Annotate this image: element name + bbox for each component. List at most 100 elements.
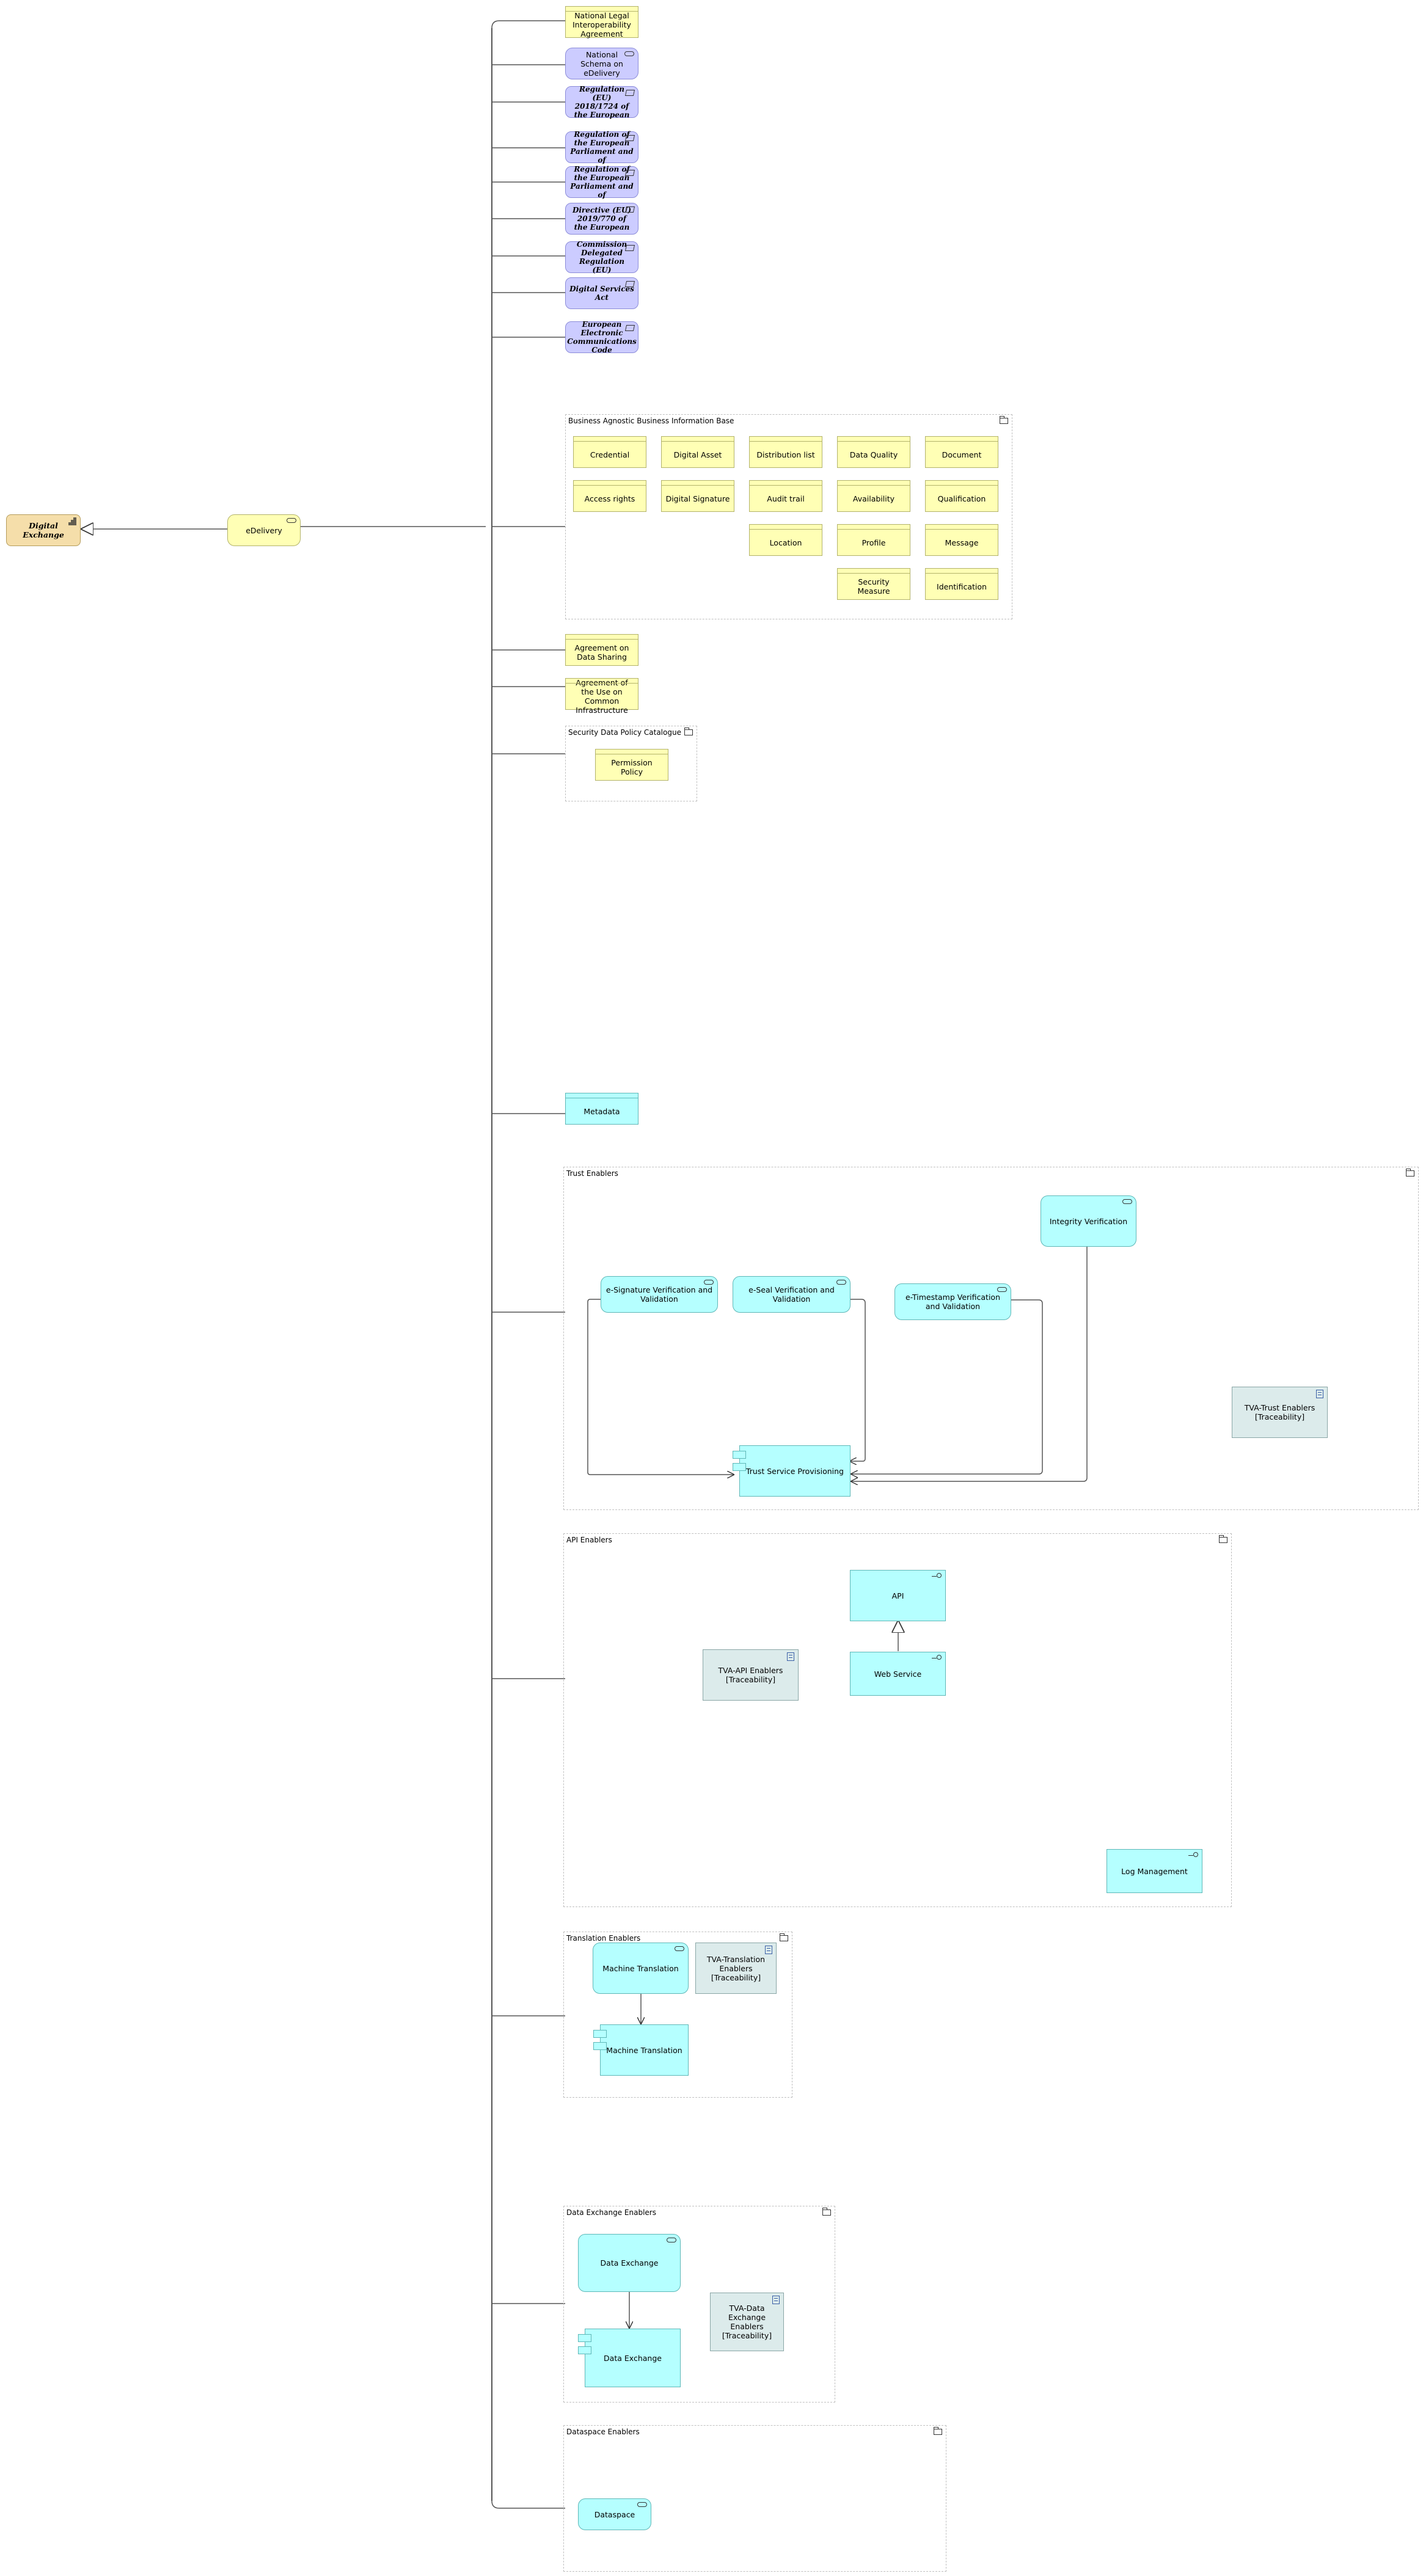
dataspace-service[interactable]: Dataspace: [578, 2498, 651, 2530]
data-exchange-service[interactable]: Data Exchange: [578, 2234, 681, 2292]
commission-delegated-regulation[interactable]: Commission Delegated Regulation (EU): [565, 240, 638, 274]
digital-services-act[interactable]: Digital Services Act: [565, 277, 638, 309]
interface-icon: [932, 1655, 942, 1661]
security-data-policy-catalogue-group[interactable]: Security Data Policy Catalogue: [565, 726, 697, 801]
trust-service-provisioning-component[interactable]: Trust Service Provisioning: [733, 1445, 851, 1497]
integrity-to-provisioning: [851, 1247, 1088, 1481]
service-icon: [637, 2502, 647, 2507]
eseal-to-provisioning: [849, 1299, 866, 1461]
interface-icon: [1188, 1852, 1198, 1858]
permission-policy[interactable]: Permission Policy: [595, 749, 668, 781]
service-icon: [997, 1287, 1007, 1292]
national-legal-agreement[interactable]: National Legal Interoperability Agreemen…: [565, 6, 638, 38]
data-exchange-enablers-group[interactable]: Data Exchange Enablers: [563, 2206, 835, 2403]
tva-translation-enablers[interactable]: TVA-Translation Enablers [Traceability]: [695, 1943, 777, 1994]
capability-icon: [68, 517, 76, 525]
etimestamp-to-provisioning: [851, 1299, 1043, 1474]
business-object-credential[interactable]: Credential: [573, 436, 646, 468]
tva-trust-enablers[interactable]: TVA-Trust Enablers [Traceability]: [1232, 1387, 1328, 1438]
regulation-european-parliament-1[interactable]: Regulation of the European Parliament an…: [565, 130, 638, 164]
business-object-location[interactable]: Location: [749, 524, 822, 556]
eseal-verification-service[interactable]: e-Seal Verification and Validation: [733, 1276, 851, 1313]
component-tab: [733, 1463, 746, 1471]
folder-icon: [780, 1933, 788, 1941]
business-object-security-measure[interactable]: Security Measure: [837, 568, 910, 600]
business-object-data-quality[interactable]: Data Quality: [837, 436, 910, 468]
law-icon: [624, 281, 635, 287]
regulation-european-parliament-2[interactable]: Regulation of the European Parliament an…: [565, 165, 638, 199]
interface-icon: [932, 1573, 942, 1579]
web-service-interface[interactable]: Web Service: [850, 1652, 946, 1696]
dataspace-enablers-group[interactable]: Dataspace Enablers: [563, 2425, 946, 2572]
directive-2019-770[interactable]: Directive (EU) 2019/770 of the European: [565, 203, 638, 235]
business-object-audit-trail[interactable]: Audit trail: [749, 480, 822, 512]
group-title: Business Agnostic Business Information B…: [568, 417, 734, 425]
api-enablers-group[interactable]: API Enablers: [563, 1533, 1232, 1907]
business-object-profile[interactable]: Profile: [837, 524, 910, 556]
business-object-distribution-list[interactable]: Distribution list: [749, 436, 822, 468]
business-information-base-group[interactable]: Business Agnostic Business Information B…: [565, 414, 1012, 619]
digital-exchange-capability[interactable]: Digital Exchange: [6, 514, 81, 546]
service-icon: [704, 1280, 714, 1285]
group-title: Translation Enablers: [566, 1934, 641, 1943]
service-icon: [836, 1280, 846, 1285]
traceability-icon: [787, 1652, 794, 1661]
component-tab: [578, 2346, 591, 2354]
component-tab: [593, 2042, 607, 2050]
machine-translation-component[interactable]: Machine Translation: [593, 2024, 689, 2076]
component-tab: [733, 1451, 746, 1459]
group-title: Trust Enablers: [566, 1169, 618, 1178]
traceability-icon: [1316, 1390, 1323, 1398]
agreement-common-infrastructure[interactable]: Agreement of the Use on Common Infrastru…: [565, 678, 638, 715]
european-electronic-communications-code[interactable]: European Electronic Communications Code: [565, 320, 638, 354]
law-icon: [624, 90, 635, 96]
traceability-icon: [765, 1946, 772, 1954]
law-icon: [624, 325, 635, 331]
group-title: Dataspace Enablers: [566, 2428, 640, 2436]
group-title: API Enablers: [566, 1536, 612, 1544]
component-tab: [593, 2030, 607, 2038]
api-interface[interactable]: API: [850, 1570, 946, 1621]
integrity-verification-service[interactable]: Integrity Verification: [1041, 1195, 1136, 1247]
service-icon: [1122, 1199, 1132, 1204]
folder-icon: [684, 728, 693, 735]
business-object-identification[interactable]: Identification: [925, 568, 998, 600]
group-title: Security Data Policy Catalogue: [568, 728, 681, 737]
law-icon: [624, 206, 635, 213]
business-object-access-rights[interactable]: Access rights: [573, 480, 646, 512]
service-icon: [624, 51, 634, 56]
esignature-verification-service[interactable]: e-Signature Verification and Validation: [601, 1276, 718, 1313]
folder-icon: [1000, 416, 1008, 424]
business-object-document[interactable]: Document: [925, 436, 998, 468]
business-object-qualification[interactable]: Qualification: [925, 480, 998, 512]
edelivery-service[interactable]: eDelivery: [227, 514, 301, 546]
business-object-message[interactable]: Message: [925, 524, 998, 556]
component-tab: [578, 2334, 591, 2342]
tva-api-enablers[interactable]: TVA-API Enablers [Traceability]: [703, 1649, 799, 1701]
trust-enablers-group[interactable]: Trust Enablers: [563, 1167, 1419, 1510]
business-object-digital-asset[interactable]: Digital Asset: [661, 436, 734, 468]
service-icon: [675, 1946, 684, 1951]
national-schema[interactable]: National Schema on eDelivery: [565, 48, 638, 79]
traceability-icon: [772, 2296, 780, 2304]
group-title: Data Exchange Enablers: [566, 2208, 656, 2217]
business-object-availability[interactable]: Availability: [837, 480, 910, 512]
law-icon: [624, 170, 635, 176]
folder-icon: [1406, 1169, 1414, 1177]
agreement-data-sharing[interactable]: Agreement on Data Sharing: [565, 634, 638, 666]
service-icon: [667, 2238, 676, 2242]
folder-icon: [1219, 1535, 1227, 1543]
service-icon: [287, 518, 296, 523]
etimestamp-verification-service[interactable]: e-Timestamp Verification and Validation: [894, 1283, 1011, 1320]
business-object-digital-signature[interactable]: Digital Signature: [661, 480, 734, 512]
data-exchange-component[interactable]: Data Exchange: [578, 2329, 681, 2387]
metadata-data-object[interactable]: Metadata: [565, 1093, 638, 1125]
log-management-interface[interactable]: Log Management: [1107, 1849, 1202, 1893]
machine-translation-service[interactable]: Machine Translation: [593, 1943, 689, 1994]
tva-data-exchange-enablers[interactable]: TVA-Data Exchange Enablers [Traceability…: [710, 2293, 784, 2351]
folder-icon: [822, 2208, 831, 2216]
regulation-2018-1724[interactable]: Regulation (EU) 2018/1724 of the Europea…: [565, 85, 638, 119]
translation-enablers-group[interactable]: Translation Enablers: [563, 1932, 792, 2098]
law-icon: [624, 135, 635, 141]
